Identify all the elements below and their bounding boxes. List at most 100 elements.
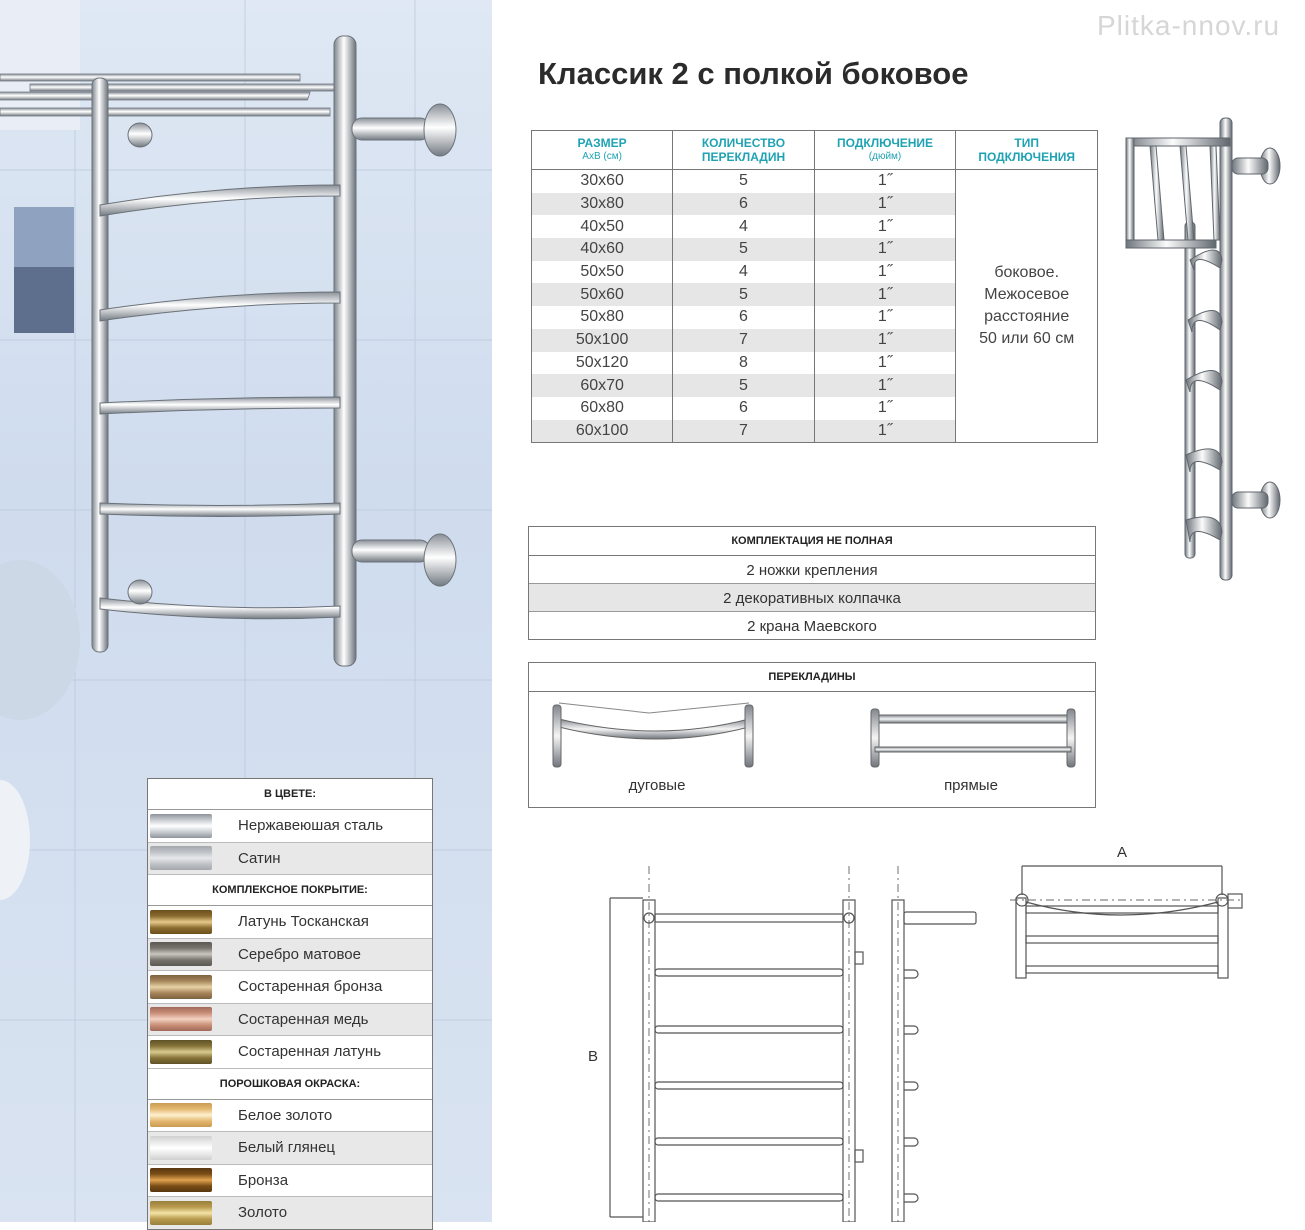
count-cell: 6	[672, 192, 815, 216]
size-cell: 50х80	[530, 306, 674, 329]
color-option: Состаренная латунь	[148, 1036, 432, 1069]
connection-cell: 1˝	[813, 328, 957, 352]
kit-box: КОМПЛЕКТАЦИЯ НЕ ПОЛНАЯ 2 ножки крепления…	[528, 526, 1096, 640]
towel-rail-photo	[0, 0, 492, 1222]
count-cell: 5	[672, 238, 815, 261]
connection-cell: 1˝	[813, 192, 957, 216]
count-cell: 5	[672, 374, 815, 397]
color-name: Латунь Тосканская	[238, 913, 369, 931]
color-name: Состаренная латунь	[238, 1043, 382, 1061]
connection-type-line: расстояние	[984, 308, 1070, 326]
color-name: Состаренная бронза	[238, 978, 383, 996]
count-cell: 4	[672, 215, 815, 239]
count-cell: 6	[672, 396, 815, 420]
color-swatch	[150, 1200, 212, 1225]
color-section-title: ПОРОШКОВАЯ ОКРАСКА:	[148, 1069, 432, 1100]
size-cell: 40х60	[530, 238, 674, 261]
size-cell: 50х120	[530, 351, 674, 375]
size-cell: 60х70	[530, 374, 674, 397]
color-option: Состаренная бронза	[148, 971, 432, 1004]
connection-cell: 1˝	[813, 306, 957, 329]
color-swatch	[150, 1168, 212, 1193]
color-name: Сатин	[238, 849, 281, 867]
color-name: Бронза	[238, 1171, 289, 1189]
dimension-a-label: А	[1117, 844, 1127, 861]
kit-item: 2 ножки крепления	[529, 556, 1095, 584]
color-swatch	[150, 1039, 212, 1064]
connection-cell: 1˝	[813, 215, 957, 239]
connection-type-line: Межосевое	[984, 286, 1070, 304]
count-cell: 6	[672, 306, 815, 329]
color-option: Белый глянец	[148, 1132, 432, 1165]
color-option: Белое золото	[148, 1100, 432, 1132]
color-option: Состаренная медь	[148, 1003, 432, 1036]
color-option: Золото	[148, 1197, 432, 1229]
color-option: Серебро матовое	[148, 938, 432, 971]
size-cell: 40х50	[530, 215, 674, 239]
connection-cell: 1˝	[813, 419, 957, 444]
kit-item: 2 крана Маевского	[747, 618, 877, 635]
kit-item: 2 декоративных колпачка	[529, 584, 1095, 612]
bars-header: ПЕРЕКЛАДИНЫ	[529, 663, 1095, 692]
connection-cell: 1˝	[813, 260, 957, 284]
size-cell: 50х100	[530, 328, 674, 352]
color-name: Состаренная медь	[238, 1010, 369, 1028]
size-cell: 30х80	[530, 192, 674, 216]
side-view-drawing	[891, 866, 977, 1222]
color-name: Белый глянец	[238, 1139, 336, 1157]
connection-cell: 1˝	[813, 283, 957, 307]
count-cell: 5	[672, 283, 815, 307]
color-swatch	[150, 846, 212, 871]
size-cell: 60х80	[530, 396, 674, 420]
count-cell: 8	[672, 351, 815, 375]
color-swatch	[150, 942, 212, 967]
straight-bar-icon	[870, 708, 1076, 768]
connection-type-line: 50 или 60 см	[979, 330, 1075, 348]
connection-type-line: боковое.	[994, 264, 1060, 282]
size-cell: 50х50	[530, 260, 674, 284]
color-swatch	[150, 1103, 212, 1128]
color-swatch	[150, 974, 212, 999]
top-view-drawing	[1010, 865, 1243, 979]
size-cell: 60х100	[530, 419, 674, 444]
dimension-b-label: В	[588, 1048, 598, 1065]
connection-cell: 1˝	[813, 238, 957, 261]
color-name: Золото	[238, 1204, 288, 1222]
count-cell: 7	[672, 328, 815, 352]
size-cell: 30х60	[530, 169, 674, 193]
color-option: Бронза	[148, 1165, 432, 1197]
page-title: Классик 2 с полкой боковое	[538, 56, 969, 91]
arc-bar-icon	[552, 702, 754, 768]
bars-box: ПЕРЕКЛАДИНЫ дуговые прямые	[528, 662, 1096, 808]
color-option: Нержавеюшая сталь	[148, 810, 432, 843]
arc-bar-label: дуговые	[628, 777, 686, 794]
watermark: Plitka-nnov.ru	[1097, 10, 1281, 41]
count-cell: 7	[672, 419, 815, 444]
connection-cell: 1˝	[813, 374, 957, 397]
color-option: Сатин	[148, 842, 432, 875]
color-name: Серебро матовое	[238, 945, 361, 963]
size-cell: 50х60	[530, 283, 674, 307]
side-view-photo	[1125, 117, 1281, 581]
color-swatch	[150, 813, 212, 838]
kit-header: КОМПЛЕКТАЦИЯ НЕ ПОЛНАЯ	[529, 527, 1095, 556]
connection-cell: 1˝	[813, 351, 957, 375]
bar-types-illustration	[552, 702, 1076, 768]
col-header-connection: ПОДКЛЮЧЕНИЕ(дюйм)	[813, 130, 957, 170]
color-name: Белое золото	[238, 1106, 333, 1124]
